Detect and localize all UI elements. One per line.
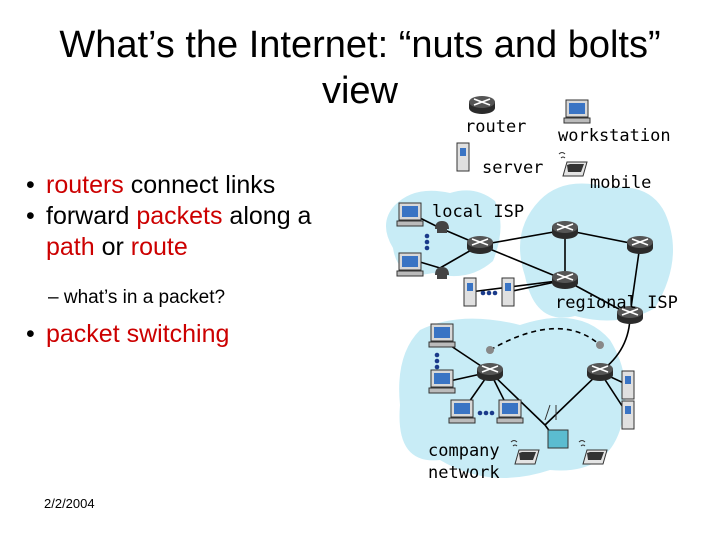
local-isp-workstation-2-icon xyxy=(396,252,424,277)
regional-isp-label: regional ISP xyxy=(555,293,678,313)
company-workstation-2-icon xyxy=(428,369,456,394)
bullet-list: routers connect links forward packets al… xyxy=(26,170,366,263)
bullet-forward-packets: packets xyxy=(136,202,223,230)
legend-mobile-icon xyxy=(558,152,588,177)
company-label-line2: network xyxy=(428,463,500,483)
bullet-routers-text: connect links xyxy=(123,171,276,199)
company-workstation-1-icon xyxy=(428,323,456,348)
slide-title: What’s the Internet: “nuts and bolts” vi… xyxy=(59,24,661,112)
bullet-routers-highlight: routers xyxy=(46,171,124,199)
slide-date: 2/2/2004 xyxy=(44,496,95,511)
antenna-1-icon xyxy=(486,346,494,354)
local-isp-workstation-1-icon xyxy=(396,202,424,227)
bullet-forward-path: path xyxy=(46,233,95,261)
company-router-2-icon xyxy=(586,362,614,382)
company-workstation-3-icon xyxy=(448,399,476,424)
company-hub-icon xyxy=(547,429,569,449)
sub-bullet-packet: – what’s in a packet? xyxy=(48,287,226,308)
bullet-forward: forward packets along a path or route xyxy=(26,201,366,263)
company-router-1-icon xyxy=(476,362,504,382)
bullet-packet-switching: packet switching xyxy=(26,320,229,349)
antenna-2-icon xyxy=(596,341,604,349)
company-server-1-icon xyxy=(621,370,635,400)
legend-router-label: router xyxy=(465,117,526,137)
company-server-2-icon xyxy=(621,400,635,430)
legend-server-icon xyxy=(456,142,470,172)
local-isp-phone-2-icon xyxy=(435,267,449,279)
local-isp-label: local ISP xyxy=(432,202,524,222)
regional-server-dots xyxy=(480,290,498,296)
regional-router-3-icon xyxy=(551,270,579,290)
legend-server-label: server xyxy=(482,158,543,178)
regional-router-1-icon xyxy=(551,220,579,240)
bullet-forward-or: or xyxy=(94,233,131,261)
wireless-link xyxy=(489,327,601,351)
company-dots xyxy=(434,352,495,416)
bullet-forward-pre: forward xyxy=(46,202,137,230)
regional-router-2-icon xyxy=(626,235,654,255)
legend-workstation-icon xyxy=(563,99,591,124)
company-network-cloud xyxy=(399,317,626,478)
legend-workstation-label: workstation xyxy=(558,126,671,146)
local-isp-dots xyxy=(424,233,430,251)
legend-router-icon xyxy=(468,95,496,115)
local-isp-phone-1-icon xyxy=(435,221,449,233)
bullet-forward-route: route xyxy=(130,233,188,261)
regional-server-1-icon xyxy=(463,277,477,307)
company-workstation-4-icon xyxy=(496,399,524,424)
bullet-routers: routers connect links xyxy=(26,170,366,201)
legend-mobile-label: mobile xyxy=(590,173,651,193)
bullet-forward-mid: along a xyxy=(222,202,312,230)
regional-server-2-icon xyxy=(501,277,515,307)
local-isp-router-icon xyxy=(466,235,494,255)
base-station-icon xyxy=(544,404,557,421)
company-label-line1: company xyxy=(428,441,500,461)
